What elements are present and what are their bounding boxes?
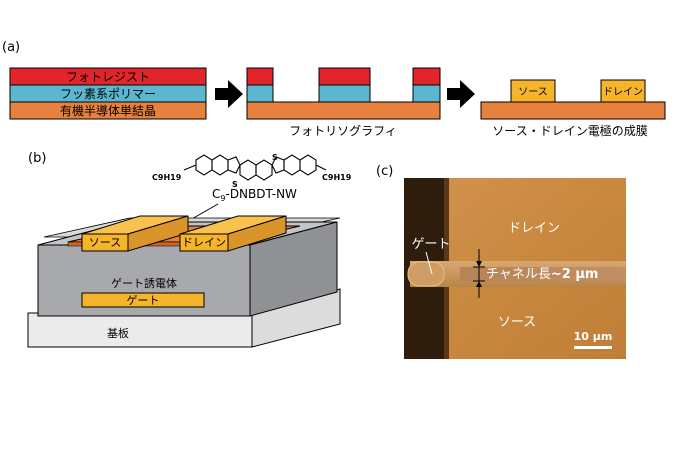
molecule-name-suffix: -DNBDT-NW: [225, 187, 297, 201]
micrograph-source-label: ソース: [498, 315, 536, 330]
alkyl-group-right: C9H19: [322, 173, 352, 182]
molecule-name-prefix: C: [212, 187, 220, 201]
sulfur-atom-top: S: [272, 153, 278, 162]
micrograph-gate-label: ゲート: [411, 237, 450, 252]
channel-length-label: チャネル長: [486, 267, 551, 282]
alkyl-group-left: C9H19: [152, 173, 182, 182]
layer-stack-initial: フォトレジスト フッ素系ポリマー 有機半導体単結晶: [9, 67, 207, 120]
channel-length-value: ~2 µm: [551, 267, 599, 282]
fluoropolymer-block-2: [318, 84, 371, 103]
semiconductor-layer: [9, 101, 207, 120]
photoresist-block-2: [318, 67, 371, 86]
scale-bar: [574, 346, 612, 349]
gate-pointer-line: [425, 251, 433, 275]
channel-gap: [460, 267, 626, 281]
panel-b-label: (b): [28, 151, 46, 166]
gate-line-tip: [407, 261, 445, 287]
substrate-front-face: [27, 312, 253, 348]
molecule-name-subscript: 9: [220, 194, 225, 203]
process-arrow-1: [215, 80, 243, 108]
semiconductor-label: 有機半導体単結晶: [60, 103, 156, 118]
panel-a-label: (a): [2, 40, 20, 55]
photoresist-label: フォトレジスト: [66, 70, 150, 84]
layer-stack-patterned: [246, 67, 441, 120]
micrograph-drain-label: ドレイン: [508, 221, 560, 236]
molecule-name: C9-DNBDT-NW: [212, 187, 297, 203]
optical-micrograph: [404, 178, 626, 359]
drain-electrode-a: [600, 79, 646, 103]
electrode-deposition-caption: ソース・ドレイン電極の成膜: [492, 123, 647, 138]
dielectric-side-face: [249, 221, 338, 317]
gate-dielectric-label: ゲート誘電体: [111, 276, 177, 290]
photoresist-block-3: [412, 67, 441, 86]
drain-electrode-a-label: ドレイン: [603, 87, 643, 98]
device-3d-schematic: [27, 215, 341, 348]
fluoropolymer-block-3: [412, 84, 441, 103]
fluoropolymer-block-1: [246, 84, 274, 103]
drain-electrode-side: [227, 215, 287, 252]
substrate-label: 基板: [107, 326, 129, 340]
semiconductor-layer-2: [246, 101, 441, 120]
source-electrode-a-label: ソース: [518, 87, 548, 98]
channel-length-marker: [473, 249, 485, 298]
device-source-label: ソース: [89, 236, 121, 249]
panel-c-label: (c): [376, 164, 393, 179]
scale-bar-label: 10 µm: [574, 330, 613, 343]
device-drain-label: ドレイン: [182, 236, 226, 249]
photolithography-caption: フォトリソグラフィ: [289, 124, 397, 138]
channel-length-text: チャネル長~2 µm: [486, 267, 598, 282]
process-arrow-2: [447, 80, 475, 108]
semiconductor-layer-3: [480, 101, 666, 120]
photoresist-block-1: [246, 67, 274, 86]
device-gate-label: ゲート: [127, 294, 160, 307]
fluoropolymer-label: フッ素系ポリマー: [60, 87, 156, 101]
source-electrode-a: [510, 79, 556, 103]
dnbdt-molecule-structure: [183, 154, 327, 181]
gate-electrode-front: [81, 292, 205, 308]
layer-stack-electrodes: ソース ドレイン: [480, 79, 666, 120]
sulfur-atom-bottom: S: [232, 180, 238, 189]
